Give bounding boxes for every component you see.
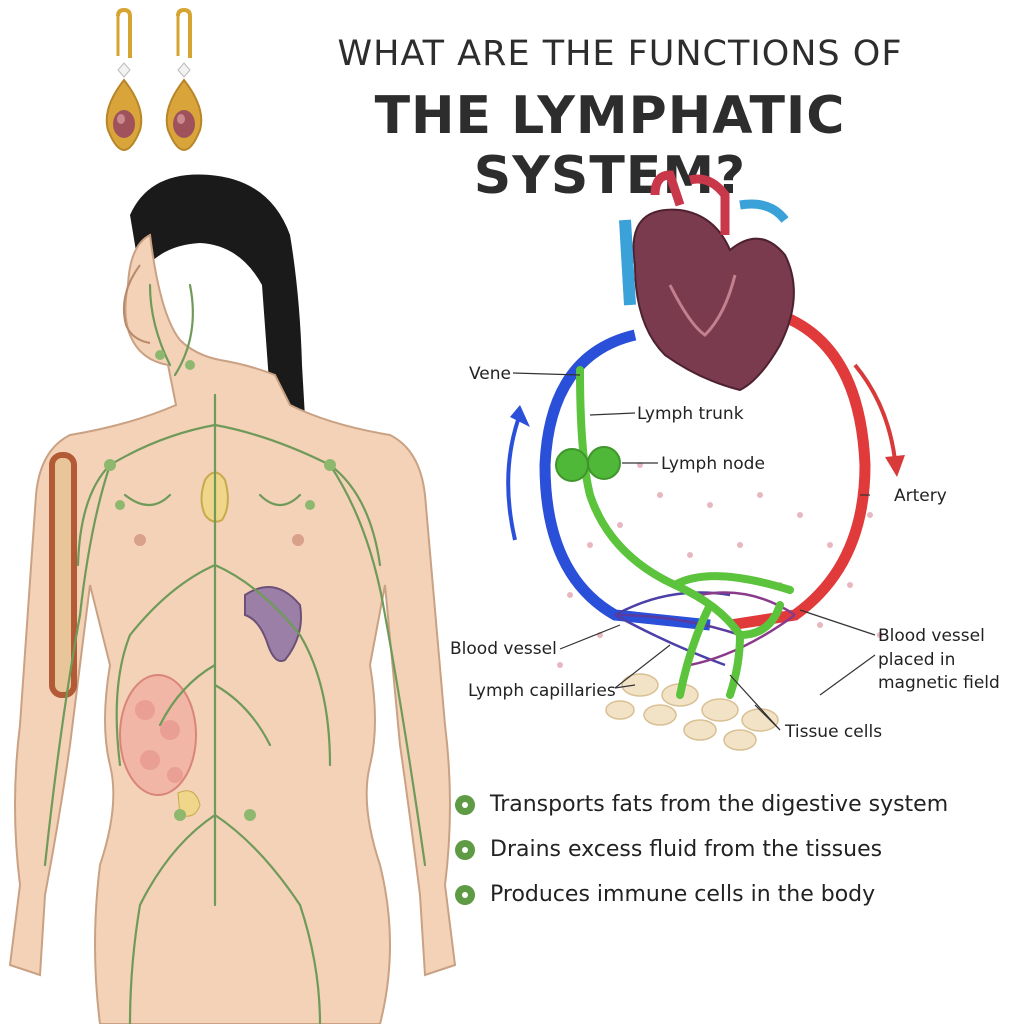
label-vene: Vene	[469, 364, 512, 384]
intestines	[119, 674, 197, 796]
page-title-line1: WHAT ARE THE FUNCTIONS OF	[337, 34, 903, 74]
tissue-particles	[557, 462, 883, 668]
vein-loop	[539, 329, 711, 631]
function-text: Transports fats from the digestive syste…	[490, 792, 949, 817]
heart	[619, 170, 795, 392]
bullet-icon	[455, 884, 475, 905]
spleen	[244, 586, 302, 662]
vein-flow-arrow	[506, 419, 520, 541]
label-lymph-trunk: Lymph trunk	[637, 404, 744, 424]
hair	[130, 174, 306, 435]
lymph-node-2	[587, 446, 621, 480]
human-lymphatic-illustration	[8, 174, 457, 1024]
artery-loop	[729, 309, 871, 631]
label-blood-vessel: Blood vessel	[450, 639, 557, 659]
lymph-vessel-network	[43, 283, 427, 1024]
functions-list: Transports fats from the digestive syste…	[455, 782, 1015, 917]
lymph-nodes	[104, 350, 336, 821]
earrings-image	[105, 8, 203, 152]
function-text: Drains excess fluid from the tissues	[490, 837, 883, 862]
label-tissue-cells: Tissue cells	[785, 722, 883, 742]
lymph-node-1	[555, 448, 589, 482]
label-artery: Artery	[894, 486, 947, 506]
earring-right	[165, 8, 203, 152]
lymph-circulation-diagram	[506, 170, 905, 751]
function-item: Drains excess fluid from the tissues	[455, 827, 1015, 872]
label-lymph-node: Lymph node	[661, 454, 765, 474]
earring-left	[105, 8, 143, 152]
label-placed-in: placed in	[878, 650, 956, 670]
function-item: Transports fats from the digestive syste…	[455, 782, 1015, 827]
bullet-icon	[455, 839, 475, 860]
label-lymph-capillaries: Lymph capillaries	[468, 681, 616, 701]
function-item: Produces immune cells in the body	[455, 872, 1015, 917]
label-magnetic-field: magnetic field	[878, 673, 1000, 693]
artery-flow-arrow	[853, 363, 897, 461]
label-blood-vessel-magnetic: Blood vessel	[878, 626, 985, 646]
bullet-icon	[455, 794, 475, 815]
blood-capillaries	[614, 591, 796, 667]
function-text: Produces immune cells in the body	[490, 882, 876, 907]
arm-bone	[49, 452, 77, 698]
